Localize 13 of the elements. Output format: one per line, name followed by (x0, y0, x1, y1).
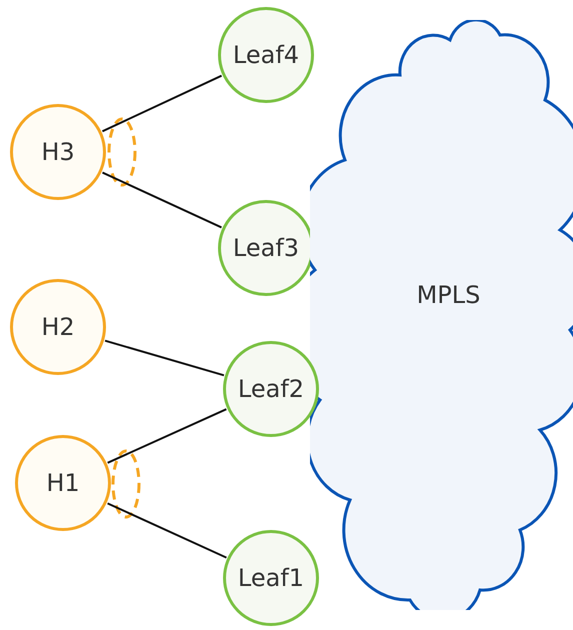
node-label: Leaf1 (238, 564, 304, 592)
connector-line (102, 172, 222, 228)
connector-line (107, 408, 227, 464)
node-label: MPLS (416, 281, 480, 309)
node-label: Leaf2 (238, 375, 304, 403)
node-label: H1 (46, 469, 80, 497)
node-label: H2 (41, 313, 75, 341)
node-label: Leaf3 (232, 234, 300, 262)
connector-line (102, 74, 222, 132)
node-label: H3 (41, 138, 75, 166)
connector-line (104, 340, 224, 376)
node-label: Leaf4 (232, 41, 300, 69)
connector-line (107, 502, 227, 559)
